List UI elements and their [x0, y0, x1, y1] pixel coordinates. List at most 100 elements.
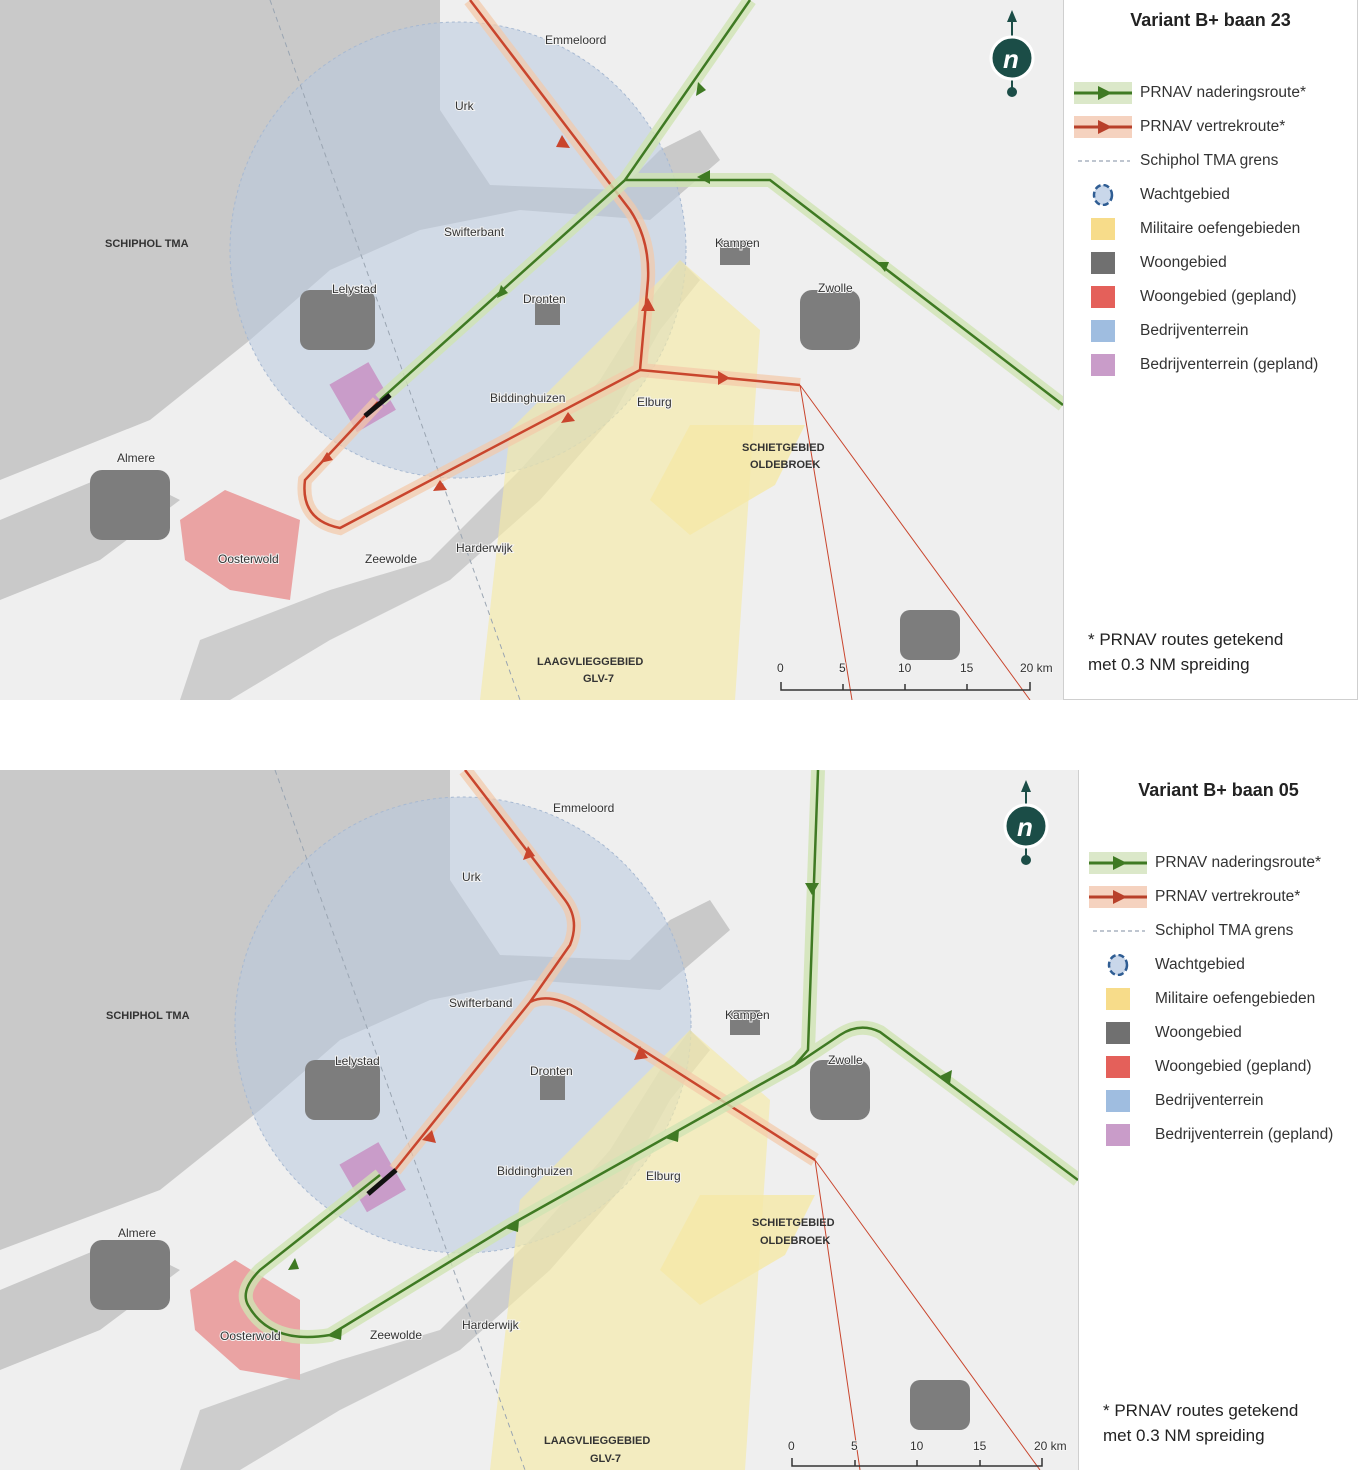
swatch-icon: [1074, 354, 1132, 376]
approach-route: [238, 770, 1078, 1344]
runway: [363, 393, 392, 418]
place-dronten: Dronten: [530, 1064, 573, 1078]
legend-label: PRNAV vertrekroute*: [1140, 118, 1286, 135]
legend-item: Bedrijventerrein (gepland): [1089, 1118, 1333, 1152]
area-schietgebied: SCHIETGEBIED: [742, 442, 825, 454]
scale-bar: 0 5 10 15 20 km: [787, 1438, 1068, 1467]
swatch-icon: [1089, 988, 1147, 1010]
legend-item: Militaire oefengebieden: [1089, 982, 1333, 1016]
svg-text:n: n: [1003, 44, 1019, 74]
legend-item: Bedrijventerrein: [1089, 1084, 1333, 1118]
legend-label: Wachtgebied: [1140, 186, 1230, 203]
place-emmeloord: Emmeloord: [545, 33, 606, 47]
legend-baan-05: Variant B+ baan 05 PRNAV naderingsroute*…: [1078, 770, 1358, 1470]
scale-bar: 0 5 10 15 20 km: [776, 660, 1054, 691]
place-emmeloord: Emmeloord: [553, 801, 614, 815]
legend-item: Woongebied: [1089, 1016, 1333, 1050]
place-harderwijk: Harderwijk: [462, 1318, 520, 1332]
place-biddinghuizen: Biddinghuizen: [497, 1164, 572, 1178]
area-glv7: GLV-7: [590, 1453, 621, 1465]
map-panel-baan-23: Emmeloord Urk Swifterbant Lelystad Dront…: [0, 0, 1358, 700]
map-baan-05[interactable]: Emmeloord Urk Swifterband Lelystad Dront…: [0, 770, 1078, 1470]
place-swifterbant: Swifterband: [449, 996, 512, 1010]
svg-text:20 km: 20 km: [1020, 661, 1053, 675]
dashed-circle-icon: [1089, 954, 1147, 976]
place-oosterwold: Oosterwold: [220, 1329, 281, 1343]
legend-item: Wachtgebied: [1089, 948, 1333, 982]
area-glv7: GLV-7: [583, 673, 614, 685]
area-laagvlieggebied: LAAGVLIEGGEBIED: [544, 1435, 650, 1447]
area-schiphol-tma: SCHIPHOL TMA: [106, 1010, 190, 1022]
svg-text:0: 0: [777, 661, 784, 675]
swatch-icon: [1089, 1022, 1147, 1044]
place-harderwijk: Harderwijk: [456, 541, 514, 555]
planned-housing-oosterwold: [190, 1260, 300, 1380]
legend-item: PRNAV naderingsroute*: [1089, 846, 1333, 880]
area-oldebroek: OLDEBROEK: [760, 1235, 830, 1247]
svg-text:20 km: 20 km: [1034, 1439, 1067, 1453]
map-baan-23[interactable]: Emmeloord Urk Swifterbant Lelystad Dront…: [0, 0, 1063, 700]
legend-label: Bedrijventerrein (gepland): [1155, 1126, 1334, 1143]
legend-list: PRNAV naderingsroute*PRNAV vertrekroute*…: [1074, 76, 1318, 382]
legend-baan-23: Variant B+ baan 23 PRNAV naderingsroute*…: [1063, 0, 1358, 700]
svg-text:10: 10: [898, 661, 912, 675]
legend-label: Woongebied: [1155, 1024, 1242, 1041]
svg-text:15: 15: [960, 661, 974, 675]
swatch-icon: [1074, 320, 1132, 342]
place-kampen: Kampen: [715, 236, 760, 250]
military-area-glv7: [490, 1030, 770, 1470]
legend-item: PRNAV vertrekroute*: [1089, 880, 1333, 914]
place-kampen: Kampen: [725, 1008, 770, 1022]
military-area-oldebroek: [660, 1195, 815, 1305]
place-almere: Almere: [118, 1226, 156, 1240]
legend-item: Wachtgebied: [1074, 178, 1318, 212]
legend-label: PRNAV vertrekroute*: [1155, 888, 1301, 905]
place-biddinghuizen: Biddinghuizen: [490, 391, 565, 405]
legend-item: Woongebied (gepland): [1074, 280, 1318, 314]
schiphol-tma-border: [274, 770, 526, 1470]
legend-item: Militaire oefengebieden: [1074, 212, 1318, 246]
place-urk: Urk: [455, 99, 475, 113]
legend-item: Woongebied: [1074, 246, 1318, 280]
place-labels: Emmeloord Urk Swifterband Lelystad Dront…: [106, 800, 864, 1465]
green-arrow-line-icon: [1089, 852, 1147, 874]
svg-text:15: 15: [973, 1439, 987, 1453]
svg-text:n: n: [1017, 812, 1033, 842]
swatch-icon: [1074, 286, 1132, 308]
legend-title: Variant B+ baan 23: [1130, 10, 1291, 30]
legend-label: Wachtgebied: [1155, 956, 1245, 973]
legend-item: Schiphol TMA grens: [1089, 914, 1333, 948]
legend-label: PRNAV naderingsroute*: [1155, 854, 1321, 871]
legend-label: Woongebied (gepland): [1140, 288, 1297, 305]
dashed-line-icon: [1074, 150, 1132, 172]
svg-text:10: 10: [910, 1439, 924, 1453]
approach-route: [375, 0, 1063, 411]
svg-text:0: 0: [788, 1439, 795, 1453]
swatch-icon: [1089, 1056, 1147, 1078]
legend-label: Woongebied (gepland): [1155, 1058, 1312, 1075]
green-arrow-line-icon: [1074, 82, 1132, 104]
legend-label: Bedrijventerrein (gepland): [1140, 356, 1319, 373]
legend-label: Bedrijventerrein: [1155, 1092, 1264, 1109]
legend-label: Militaire oefengebieden: [1155, 990, 1316, 1007]
departure-route: [389, 770, 1041, 1470]
svg-text:5: 5: [851, 1439, 858, 1453]
place-zeewolde: Zeewolde: [370, 1328, 422, 1342]
map-panel-baan-05: Emmeloord Urk Swifterband Lelystad Dront…: [0, 770, 1358, 1470]
dashed-line-icon: [1089, 920, 1147, 942]
legend-item: Bedrijventerrein: [1074, 314, 1318, 348]
place-lelystad: Lelystad: [332, 282, 377, 296]
dashed-circle-icon: [1074, 184, 1132, 206]
legend-label: Militaire oefengebieden: [1140, 220, 1301, 237]
red-arrow-line-icon: [1074, 116, 1132, 138]
legend-list: PRNAV naderingsroute* PRNAV vertrekroute*…: [1089, 846, 1333, 1152]
schiphol-tma-border: [269, 0, 521, 700]
place-zwolle: Zwolle: [828, 1053, 863, 1067]
place-almere: Almere: [117, 451, 155, 465]
urban-areas: [90, 1010, 970, 1430]
place-zeewolde: Zeewolde: [365, 552, 417, 566]
place-oosterwold: Oosterwold: [218, 552, 279, 566]
place-elburg: Elburg: [637, 395, 672, 409]
